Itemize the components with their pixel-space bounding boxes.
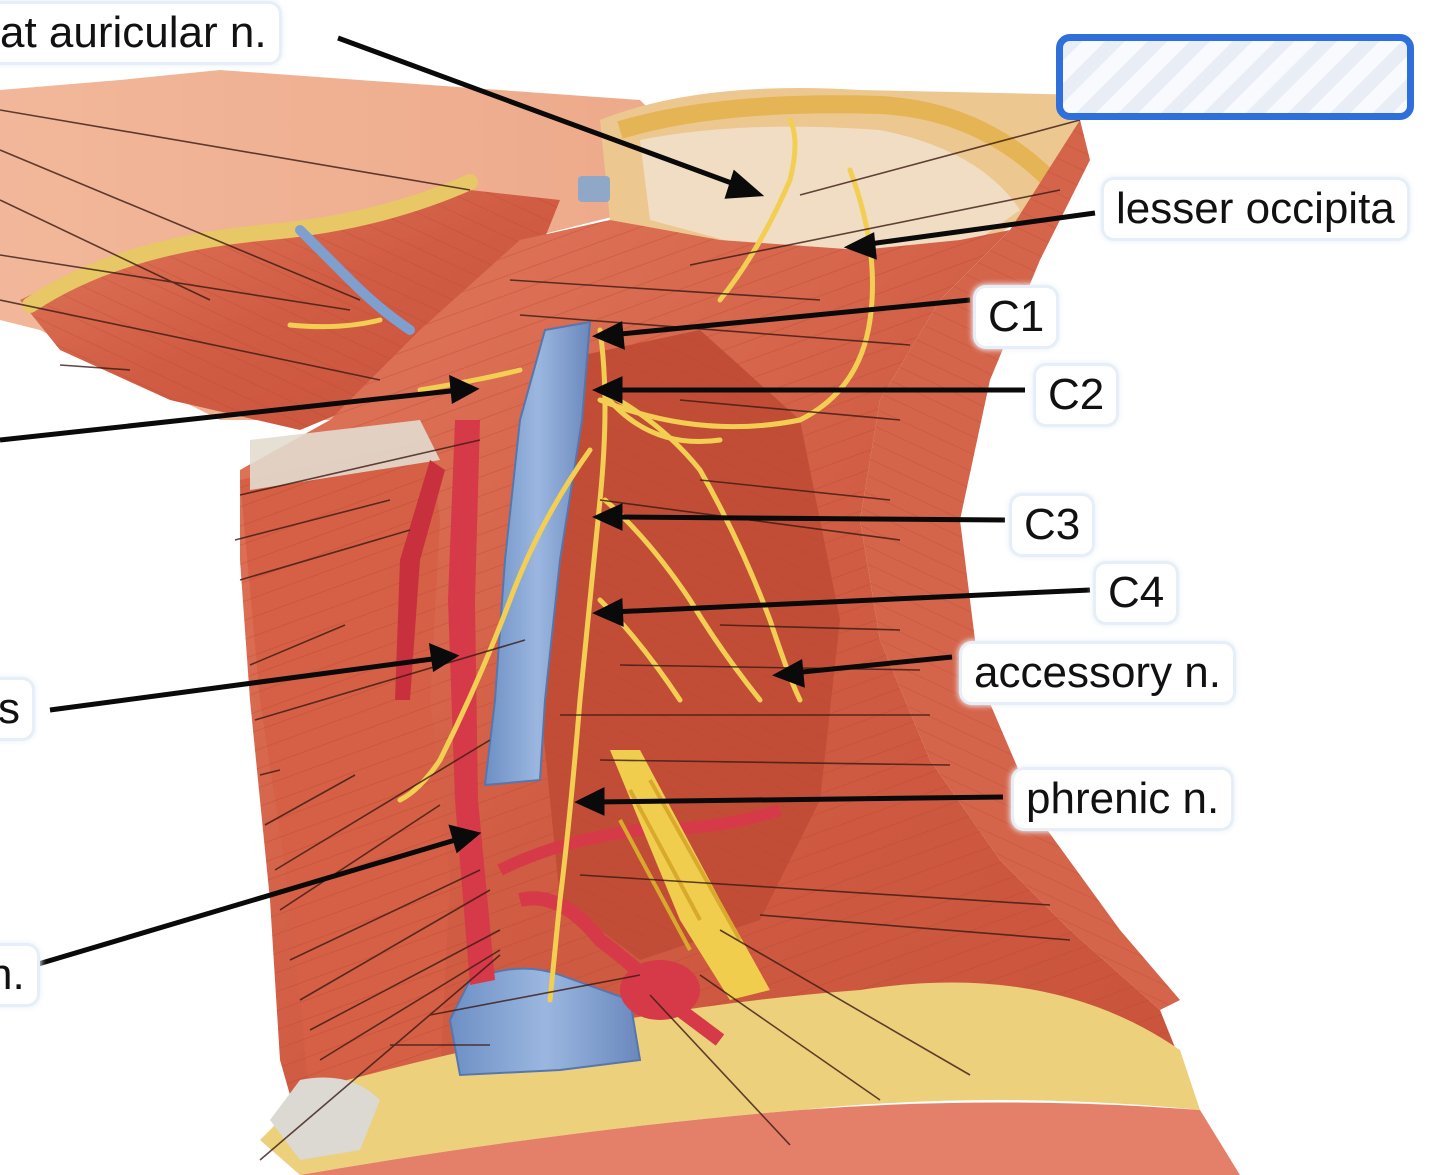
hyoid-bone [250, 420, 440, 490]
mastoid-process [578, 176, 610, 202]
internal-jugular-vein [483, 320, 592, 787]
label-great-auricular-nerve: at auricular n. [0, 4, 279, 62]
label-partial-left-s: s [0, 680, 32, 738]
label-c2: C2 [1036, 366, 1117, 424]
label-phrenic-nerve: phrenic n. [1014, 770, 1232, 828]
subclavian-artery [497, 804, 782, 876]
occipital-fat-rim [617, 95, 1057, 187]
label-c3: C3 [1012, 496, 1093, 554]
brachial-plexus [610, 750, 770, 1000]
label-lesser-occipital-nerve: lesser occipita [1104, 180, 1407, 238]
label-c1: C1 [976, 288, 1057, 346]
leader-lines [0, 109, 1081, 1161]
jaw-fat-border [22, 174, 478, 313]
shoulder-skin [300, 1102, 1240, 1175]
label-accessory-nerve: accessory n. [962, 644, 1233, 702]
label-arrows [0, 35, 1096, 968]
label-partial-left-n: n. [0, 946, 37, 1004]
clavicle-fat-band [260, 982, 1200, 1175]
answer-blank-box[interactable] [1056, 34, 1414, 120]
occipital-muscle [640, 126, 1020, 261]
label-c4: C4 [1096, 564, 1177, 622]
clavicle-bone [270, 1077, 380, 1160]
